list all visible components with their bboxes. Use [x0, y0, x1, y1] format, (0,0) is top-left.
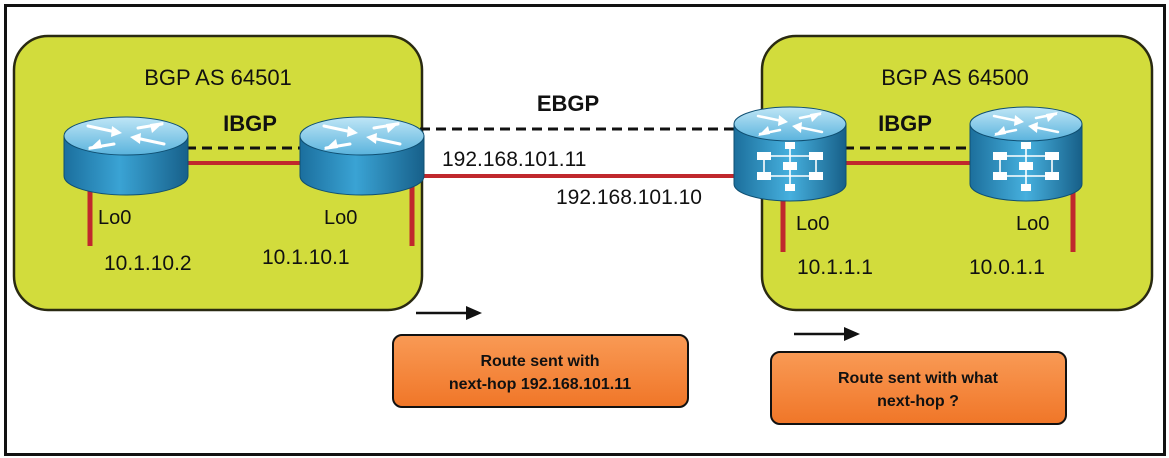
ebgp-label: EBGP — [537, 91, 599, 116]
router-b-lo0-ip: 10.1.10.1 — [262, 246, 350, 269]
multilayer-switch-icon[interactable] — [968, 105, 1084, 203]
note-right-line1: Route sent with what — [838, 370, 999, 387]
as-right-title: BGP AS 64500 — [881, 65, 1029, 90]
ibgp-label-right: IBGP — [878, 111, 932, 136]
router-icon[interactable] — [298, 115, 426, 197]
router-icon[interactable] — [62, 115, 190, 197]
router-d-lo0-label: Lo0 — [1016, 213, 1049, 235]
multilayer-switch-icon[interactable] — [732, 105, 848, 203]
router-c-lo0-label: Lo0 — [796, 213, 829, 235]
router-b-lo0-label: Lo0 — [324, 207, 357, 229]
arrow-right-icon — [414, 304, 484, 322]
as-left-title: BGP AS 64501 — [144, 65, 292, 90]
note-right-line2: next-hop ? — [877, 393, 959, 410]
note-left-line1: Route sent with — [480, 353, 599, 370]
router-d-lo0-ip: 10.0.1.1 — [969, 256, 1045, 279]
router-c-lo0-ip: 10.1.1.1 — [797, 256, 873, 279]
router-a-lo0-label: Lo0 — [98, 207, 131, 229]
ebgp-left-interface-ip: 192.168.101.11 — [442, 148, 586, 171]
note-left — [392, 334, 689, 408]
ibgp-label-left: IBGP — [223, 111, 277, 136]
note-left-line2: next-hop 192.168.101.11 — [449, 376, 631, 393]
arrow-right-icon — [792, 325, 862, 343]
router-a-lo0-ip: 10.1.10.2 — [104, 252, 192, 275]
note-right — [770, 351, 1067, 425]
ebgp-right-interface-ip: 192.168.101.10 — [556, 186, 702, 209]
